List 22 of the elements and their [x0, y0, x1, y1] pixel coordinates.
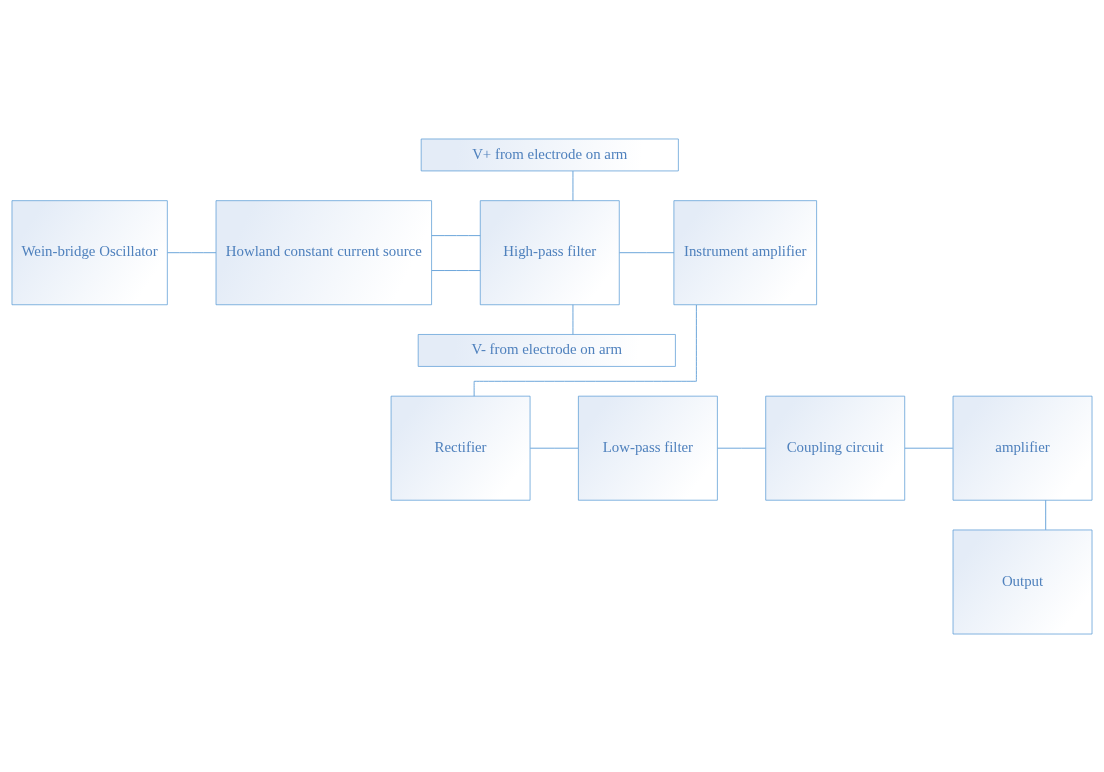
- node-box: Output: [952, 529, 1093, 634]
- connector: [529, 447, 579, 449]
- node-box: Rectifier: [390, 395, 531, 501]
- connector: [904, 447, 954, 449]
- connector: [473, 304, 697, 397]
- node-box: amplifier: [952, 395, 1093, 501]
- node-box: Howland constant current source: [215, 199, 432, 305]
- node-box: High-pass filter: [479, 199, 620, 305]
- node-box: Low-pass filter: [578, 395, 718, 501]
- connector: [717, 447, 766, 449]
- node-box: Coupling circuit: [765, 395, 906, 501]
- node-box: V+ from electrode on arm: [420, 138, 679, 171]
- connector: [572, 170, 574, 201]
- connector: [1045, 499, 1047, 530]
- node-box: Instrument amplifier: [673, 199, 817, 305]
- connector: [167, 251, 217, 253]
- connector: [431, 269, 481, 271]
- connector: [431, 234, 481, 236]
- node-box: Wein-bridge Oscillator: [11, 199, 168, 305]
- node-box: V- from electrode on arm: [417, 333, 676, 367]
- connector: [572, 303, 574, 335]
- connector: [619, 251, 675, 253]
